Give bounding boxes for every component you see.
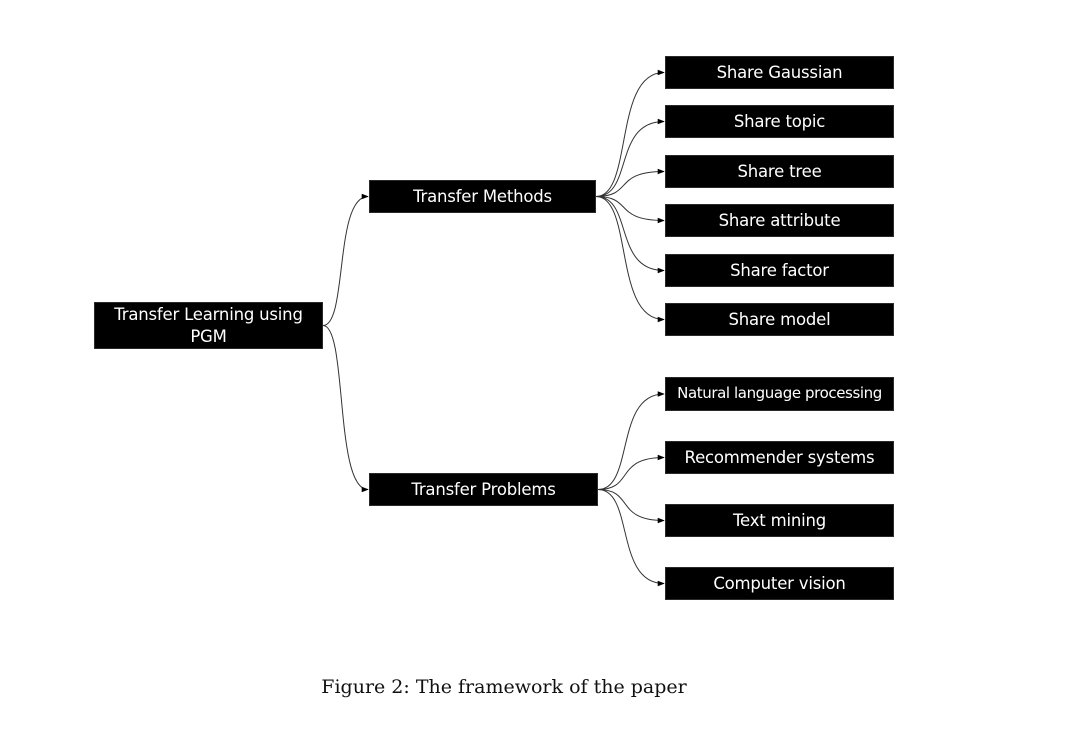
edge-methods-to-topic [595, 118, 665, 197]
root-node-label: Transfer Learning using PGM [114, 305, 303, 346]
share-tree-node: Share tree [665, 155, 894, 188]
edge-methods-to-tree [595, 168, 665, 197]
text-mining-label: Text mining [732, 510, 827, 530]
share-topic-label: Share topic [733, 111, 826, 131]
text-mining-node: Text mining [665, 504, 894, 537]
nlp-node: Natural language processing [665, 377, 894, 411]
root-node: Transfer Learning using PGM [94, 302, 323, 349]
share-factor-node: Share factor [665, 254, 894, 287]
share-attribute-node: Share attribute [665, 204, 894, 237]
computer-vision-node: Computer vision [665, 567, 894, 600]
transfer-problems-node: Transfer Problems [369, 473, 598, 506]
share-gaussian-label: Share Gaussian [716, 62, 843, 82]
edge-problems-to-vision [597, 489, 665, 587]
edge-root-to-problems [322, 325, 369, 493]
share-topic-node: Share topic [665, 105, 894, 138]
recommender-systems-node: Recommender systems [665, 441, 894, 474]
transfer-methods-label: Transfer Methods [413, 186, 552, 206]
edge-methods-to-attribute [595, 196, 665, 224]
transfer-methods-node: Transfer Methods [369, 180, 596, 213]
share-factor-label: Share factor [730, 260, 829, 280]
edge-problems-to-recommender [597, 454, 665, 490]
share-gaussian-node: Share Gaussian [665, 56, 894, 89]
share-model-node: Share model [665, 303, 894, 336]
share-tree-label: Share tree [737, 161, 822, 181]
edge-problems-to-textmining [597, 489, 665, 524]
edge-root-to-methods [322, 193, 369, 326]
figure-caption: Figure 2: The framework of the paper [321, 676, 687, 698]
share-model-label: Share model [728, 309, 831, 329]
share-attribute-label: Share attribute [718, 210, 841, 230]
edge-problems-to-nlp [597, 391, 665, 490]
edge-methods-to-gaussian [595, 69, 665, 197]
edge-methods-to-model [595, 196, 665, 323]
recommender-systems-label: Recommender systems [684, 447, 875, 467]
nlp-label: Natural language processing [677, 384, 882, 403]
edge-methods-to-factor [595, 196, 665, 274]
transfer-problems-label: Transfer Problems [411, 479, 556, 499]
computer-vision-label: Computer vision [713, 573, 846, 593]
